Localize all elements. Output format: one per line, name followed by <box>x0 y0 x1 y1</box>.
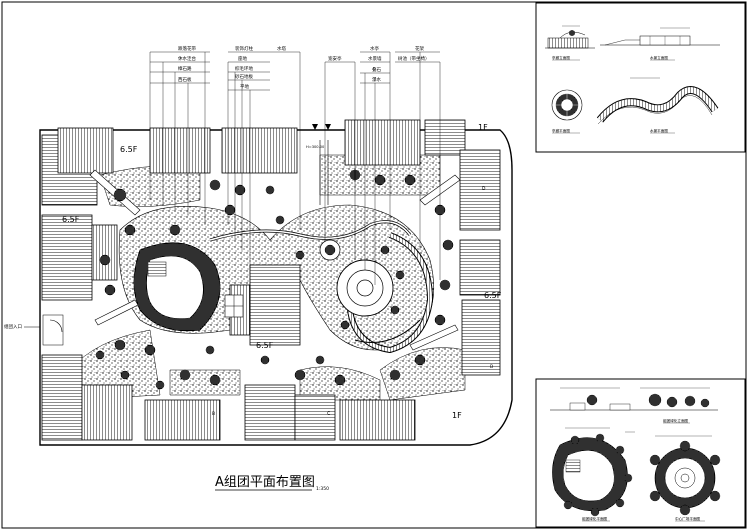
detail-top-title-2: 水景立面图 <box>650 55 668 60</box>
detail-bottom-title-2: 组团绿化平面图 <box>582 516 608 521</box>
callout-8: 砂石地板 <box>235 73 253 80</box>
floor-label-5: 1F <box>478 123 488 132</box>
detail-bottom-title-1: 组团绿化立面图 <box>663 418 689 423</box>
floor-label-6: 1F <box>452 411 462 420</box>
entrance-label: 组团入口 <box>4 323 22 330</box>
detail-bottom-title-3: 中心广场平面图 <box>675 516 701 521</box>
tree-symbols <box>95 169 454 390</box>
callout-3: 樟石路 <box>178 65 192 72</box>
callout-2: 休水洼台 <box>178 55 196 62</box>
detail-top-title-4: 水景平面图 <box>650 128 668 133</box>
callout-11: 宽安亭 <box>328 55 342 62</box>
detail-bottom: 组团绿化立面图 组团绿化平面图 中心广场平面图 <box>550 387 721 522</box>
callout-leaders <box>149 51 441 285</box>
detail-top-title-1: 亭廊立面图 <box>552 55 570 60</box>
callout-10: 水塔 <box>277 45 286 52</box>
detail-top-title-3: 亭廊平面图 <box>552 128 570 133</box>
drawing-scale: 1:350 <box>316 486 329 492</box>
callout-1: 跌落花带 <box>178 45 196 52</box>
building-letter-d: D <box>482 186 486 192</box>
floor-label-3: 6.5F <box>256 341 274 350</box>
callout-6: 座地 <box>238 55 247 62</box>
detail-box-top <box>535 2 746 153</box>
floor-label-1: 6.5F <box>120 145 138 154</box>
floor-label-2: 6.5F <box>62 215 80 224</box>
building-letter-c: C <box>327 411 330 417</box>
drawing-title: A组团平面布置图 <box>215 475 315 490</box>
callout-5: 装饰灯柱 <box>235 45 253 52</box>
elevation-mark: H=300.00 <box>306 145 325 149</box>
main-plan: 跌落花带 休水洼台 樟石路 西石板 装饰灯柱 座地 棕毛环地 砂石地板 平地 水… <box>4 45 513 492</box>
callout-12: 水亭 <box>370 45 379 52</box>
callout-4: 西石板 <box>178 76 192 83</box>
callout-7: 棕毛环地 <box>235 65 253 72</box>
callout-13: 水景墙 <box>368 55 382 62</box>
callout-16: 花架 <box>415 45 424 52</box>
detail-top: 亭廊立面图 水景立面图 亭廊平面图 水景平面图 <box>545 25 720 134</box>
floor-label-4: 6.5F <box>484 291 502 300</box>
building-letter-b2: B <box>490 364 493 370</box>
callout-17: 树池（带坐椅） <box>398 55 430 62</box>
callout-14: 叠石 <box>372 67 381 73</box>
building-letter-b1: B <box>212 411 215 417</box>
callout-15: 瀑水 <box>372 76 381 83</box>
callout-9: 平地 <box>240 83 249 90</box>
